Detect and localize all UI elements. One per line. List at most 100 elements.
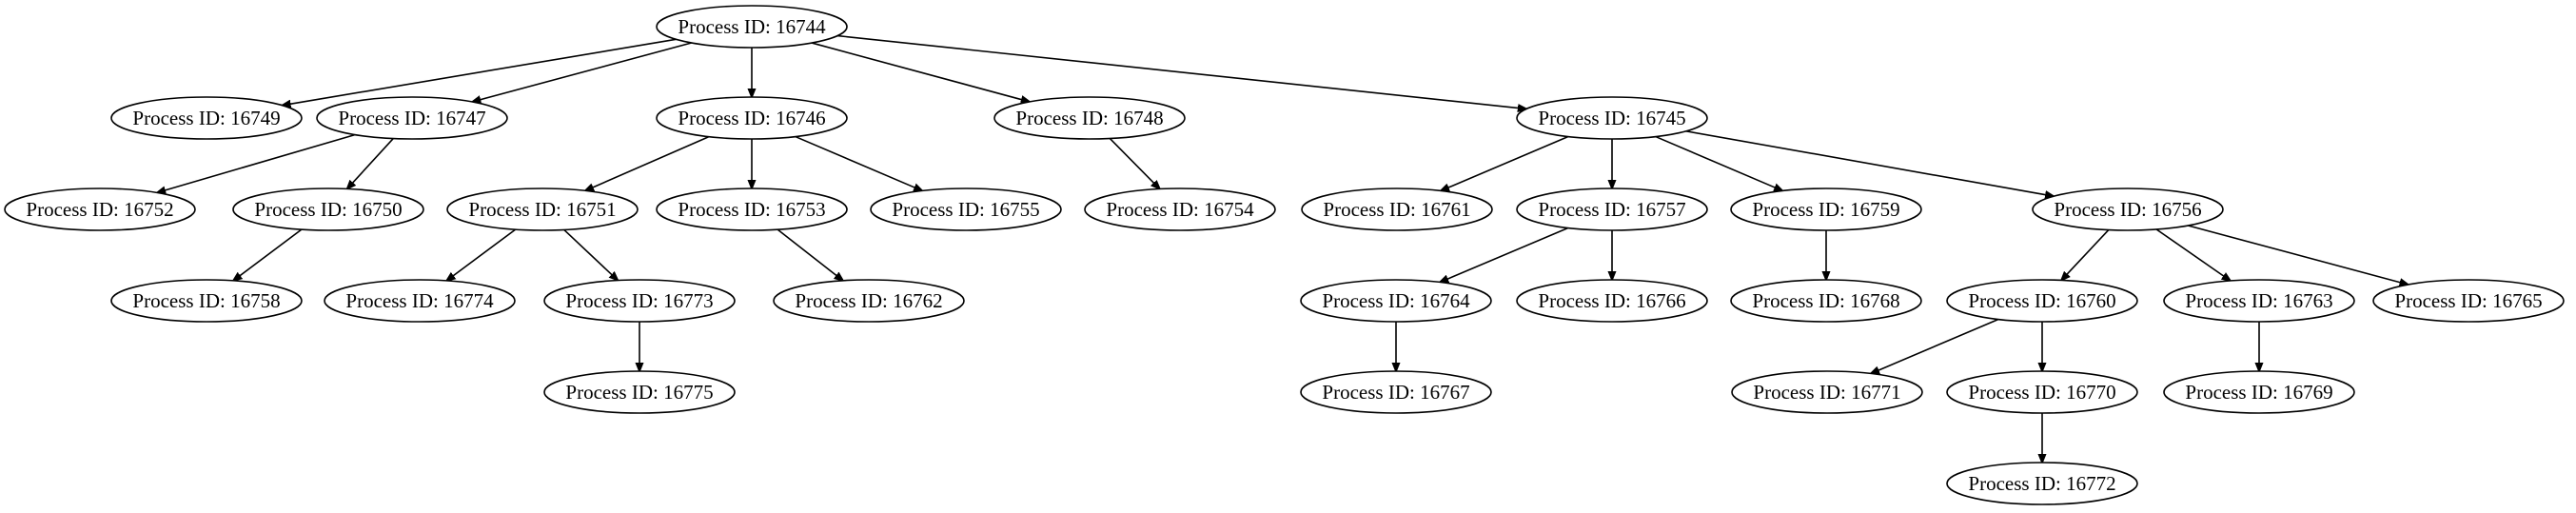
node-ellipse xyxy=(1731,370,1923,414)
node-label: Process ID: 16754 xyxy=(1106,198,1254,221)
node-ellipse xyxy=(1516,96,1708,140)
edge-16745-16759 xyxy=(1655,135,1782,191)
node-ellipse xyxy=(2032,187,2224,231)
edge-16746-16751 xyxy=(585,135,710,191)
edge-16744-16745 xyxy=(836,34,1526,109)
node-ellipse xyxy=(1300,370,1492,414)
process-node-16757: Process ID: 16757 xyxy=(1516,187,1708,231)
node-label: Process ID: 16749 xyxy=(132,107,280,129)
process-node-16759: Process ID: 16759 xyxy=(1730,187,1922,231)
process-node-16752: Process ID: 16752 xyxy=(4,187,196,231)
node-label: Process ID: 16775 xyxy=(565,381,713,404)
node-label: Process ID: 16763 xyxy=(2185,289,2332,312)
node-label: Process ID: 16772 xyxy=(1968,472,2115,495)
node-ellipse xyxy=(110,279,303,323)
process-node-16763: Process ID: 16763 xyxy=(2163,279,2355,323)
node-label: Process ID: 16773 xyxy=(565,289,713,312)
node-label: Process ID: 16745 xyxy=(1538,107,1685,129)
process-node-16772: Process ID: 16772 xyxy=(1946,462,2138,505)
edge-16756-16763 xyxy=(2155,228,2231,281)
node-label: Process ID: 16753 xyxy=(678,198,825,221)
process-node-16747: Process ID: 16747 xyxy=(316,96,508,140)
process-node-16745: Process ID: 16745 xyxy=(1516,96,1708,140)
process-node-16768: Process ID: 16768 xyxy=(1730,279,1922,323)
edge-16748-16754 xyxy=(1109,137,1159,188)
node-ellipse xyxy=(1946,279,2138,323)
process-node-16756: Process ID: 16756 xyxy=(2032,187,2224,231)
node-ellipse xyxy=(993,96,1186,140)
node-ellipse xyxy=(2163,370,2355,414)
process-node-16775: Process ID: 16775 xyxy=(543,370,736,414)
node-label: Process ID: 16751 xyxy=(468,198,616,221)
edge-16756-16760 xyxy=(2061,228,2110,281)
node-ellipse xyxy=(1516,187,1708,231)
node-ellipse xyxy=(543,279,736,323)
node-label: Process ID: 16759 xyxy=(1752,198,1899,221)
node-label: Process ID: 16744 xyxy=(678,15,826,38)
node-label: Process ID: 16746 xyxy=(678,107,825,129)
node-ellipse xyxy=(4,187,196,231)
process-node-16761: Process ID: 16761 xyxy=(1301,187,1493,231)
node-label: Process ID: 16750 xyxy=(254,198,402,221)
node-ellipse xyxy=(324,279,516,323)
node-ellipse xyxy=(1946,462,2138,505)
edge-16760-16771 xyxy=(1871,318,1999,374)
node-label: Process ID: 16752 xyxy=(26,198,173,221)
node-ellipse xyxy=(1946,370,2138,414)
node-ellipse xyxy=(2163,279,2355,323)
edge-16746-16755 xyxy=(795,135,922,191)
node-label: Process ID: 16764 xyxy=(1322,289,1470,312)
node-label: Process ID: 16761 xyxy=(1323,198,1470,221)
node-label: Process ID: 16757 xyxy=(1538,198,1685,221)
process-node-16767: Process ID: 16767 xyxy=(1300,370,1492,414)
node-ellipse xyxy=(446,187,639,231)
node-ellipse xyxy=(656,96,848,140)
node-ellipse xyxy=(1300,279,1492,323)
process-node-16766: Process ID: 16766 xyxy=(1516,279,1708,323)
node-label: Process ID: 16762 xyxy=(795,289,942,312)
edge-16744-16748 xyxy=(811,42,1030,102)
edge-16747-16750 xyxy=(347,138,394,189)
node-label: Process ID: 16756 xyxy=(2054,198,2201,221)
node-label: Process ID: 16769 xyxy=(2185,381,2332,404)
node-label: Process ID: 16748 xyxy=(1015,107,1163,129)
node-ellipse xyxy=(543,370,736,414)
edges-layer xyxy=(157,34,2408,463)
process-node-16762: Process ID: 16762 xyxy=(773,279,965,323)
node-ellipse xyxy=(1084,187,1276,231)
node-ellipse xyxy=(316,96,508,140)
node-ellipse xyxy=(1730,187,1922,231)
node-label: Process ID: 16755 xyxy=(892,198,1039,221)
process-node-16770: Process ID: 16770 xyxy=(1946,370,2138,414)
node-label: Process ID: 16774 xyxy=(345,289,494,312)
edge-16751-16774 xyxy=(446,228,517,281)
process-node-16764: Process ID: 16764 xyxy=(1300,279,1492,323)
node-ellipse xyxy=(870,187,1062,231)
process-node-16751: Process ID: 16751 xyxy=(446,187,639,231)
process-node-16771: Process ID: 16771 xyxy=(1731,370,1923,414)
edge-16744-16747 xyxy=(472,42,692,102)
node-label: Process ID: 16768 xyxy=(1752,289,1899,312)
process-node-16758: Process ID: 16758 xyxy=(110,279,303,323)
node-ellipse xyxy=(1301,187,1493,231)
process-node-16769: Process ID: 16769 xyxy=(2163,370,2355,414)
node-ellipse xyxy=(1516,279,1708,323)
process-node-16774: Process ID: 16774 xyxy=(324,279,516,323)
edge-16751-16773 xyxy=(563,228,618,280)
edge-16747-16752 xyxy=(157,133,356,193)
process-node-16760: Process ID: 16760 xyxy=(1946,279,2138,323)
node-ellipse xyxy=(1730,279,1922,323)
process-node-16765: Process ID: 16765 xyxy=(2372,279,2565,323)
node-ellipse xyxy=(232,187,424,231)
node-ellipse xyxy=(773,279,965,323)
process-node-16753: Process ID: 16753 xyxy=(656,187,848,231)
process-node-16755: Process ID: 16755 xyxy=(870,187,1062,231)
node-label: Process ID: 16767 xyxy=(1322,381,1469,404)
edge-16745-16756 xyxy=(1685,130,2054,196)
node-ellipse xyxy=(110,96,303,140)
node-ellipse xyxy=(656,5,848,49)
node-ellipse xyxy=(656,187,848,231)
node-label: Process ID: 16758 xyxy=(132,289,280,312)
edge-16757-16764 xyxy=(1440,227,1569,283)
